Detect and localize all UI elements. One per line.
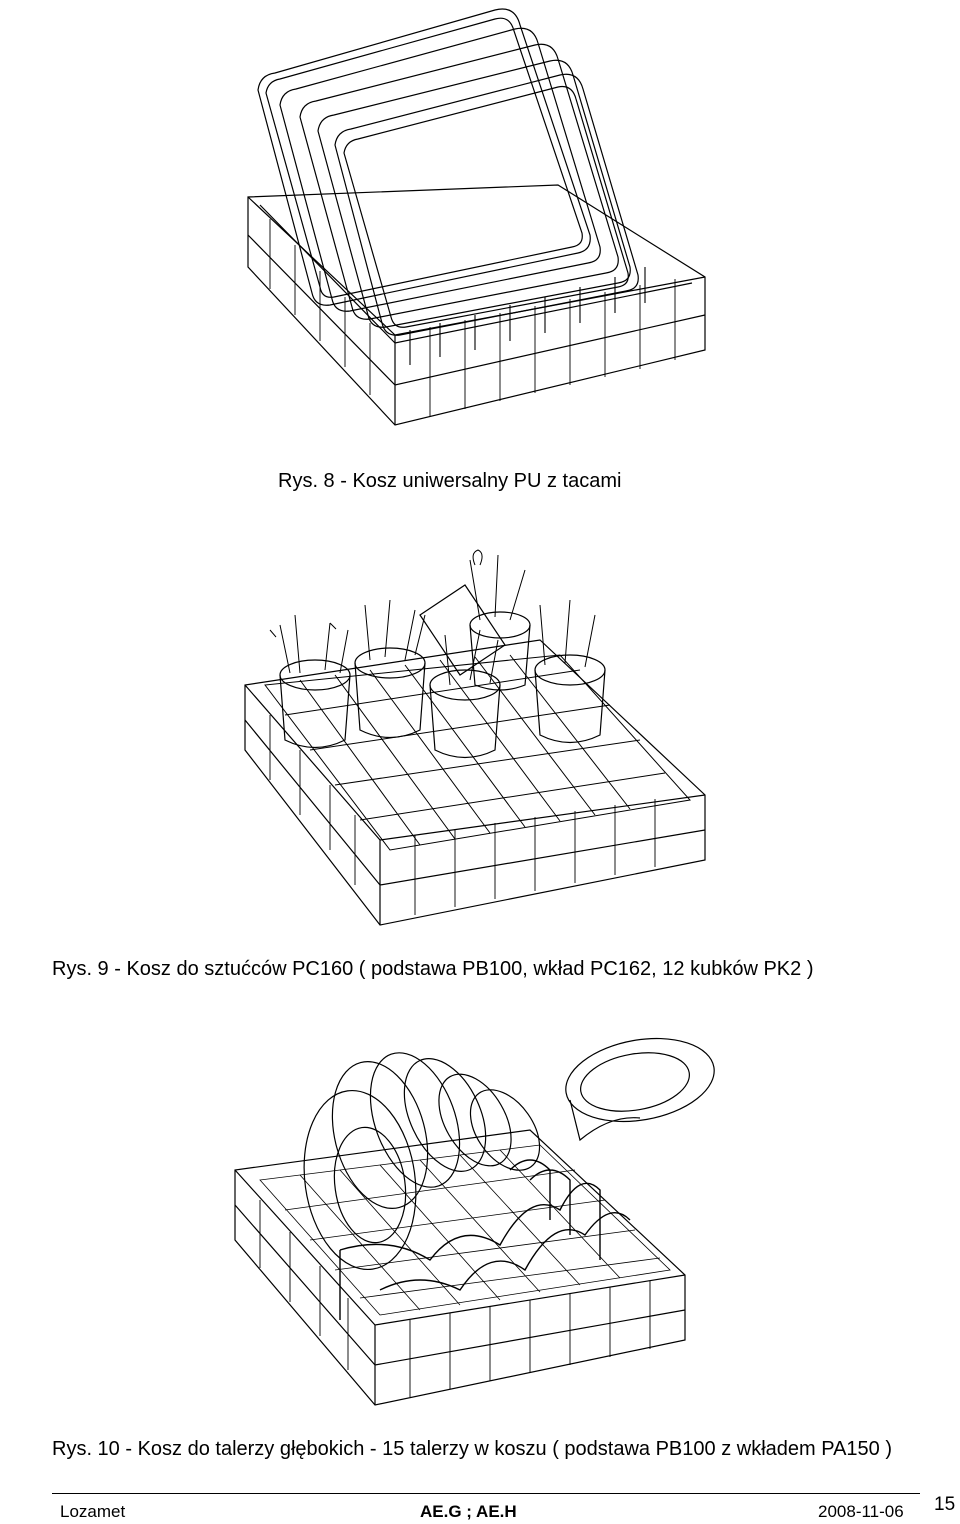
rack-with-trays-illustration (240, 5, 720, 445)
footer-date: 2008-11-06 (818, 1502, 904, 1521)
figure-8-caption: Rys. 8 - Kosz uniwersalny PU z tacami (278, 470, 622, 492)
figure-9-caption: Rys. 9 - Kosz do sztućców PC160 ( podsta… (52, 958, 814, 980)
footer-document-code: AE.G ; AE.H (420, 1502, 517, 1521)
plate-rack-illustration (230, 1020, 720, 1410)
footer-company: Lozamet (60, 1502, 126, 1521)
page-number: 15 (934, 1494, 956, 1515)
cutlery-rack-illustration (240, 545, 710, 935)
footer-divider (52, 1493, 920, 1494)
figure-10-caption: Rys. 10 - Kosz do talerzy głębokich - 15… (52, 1438, 893, 1460)
